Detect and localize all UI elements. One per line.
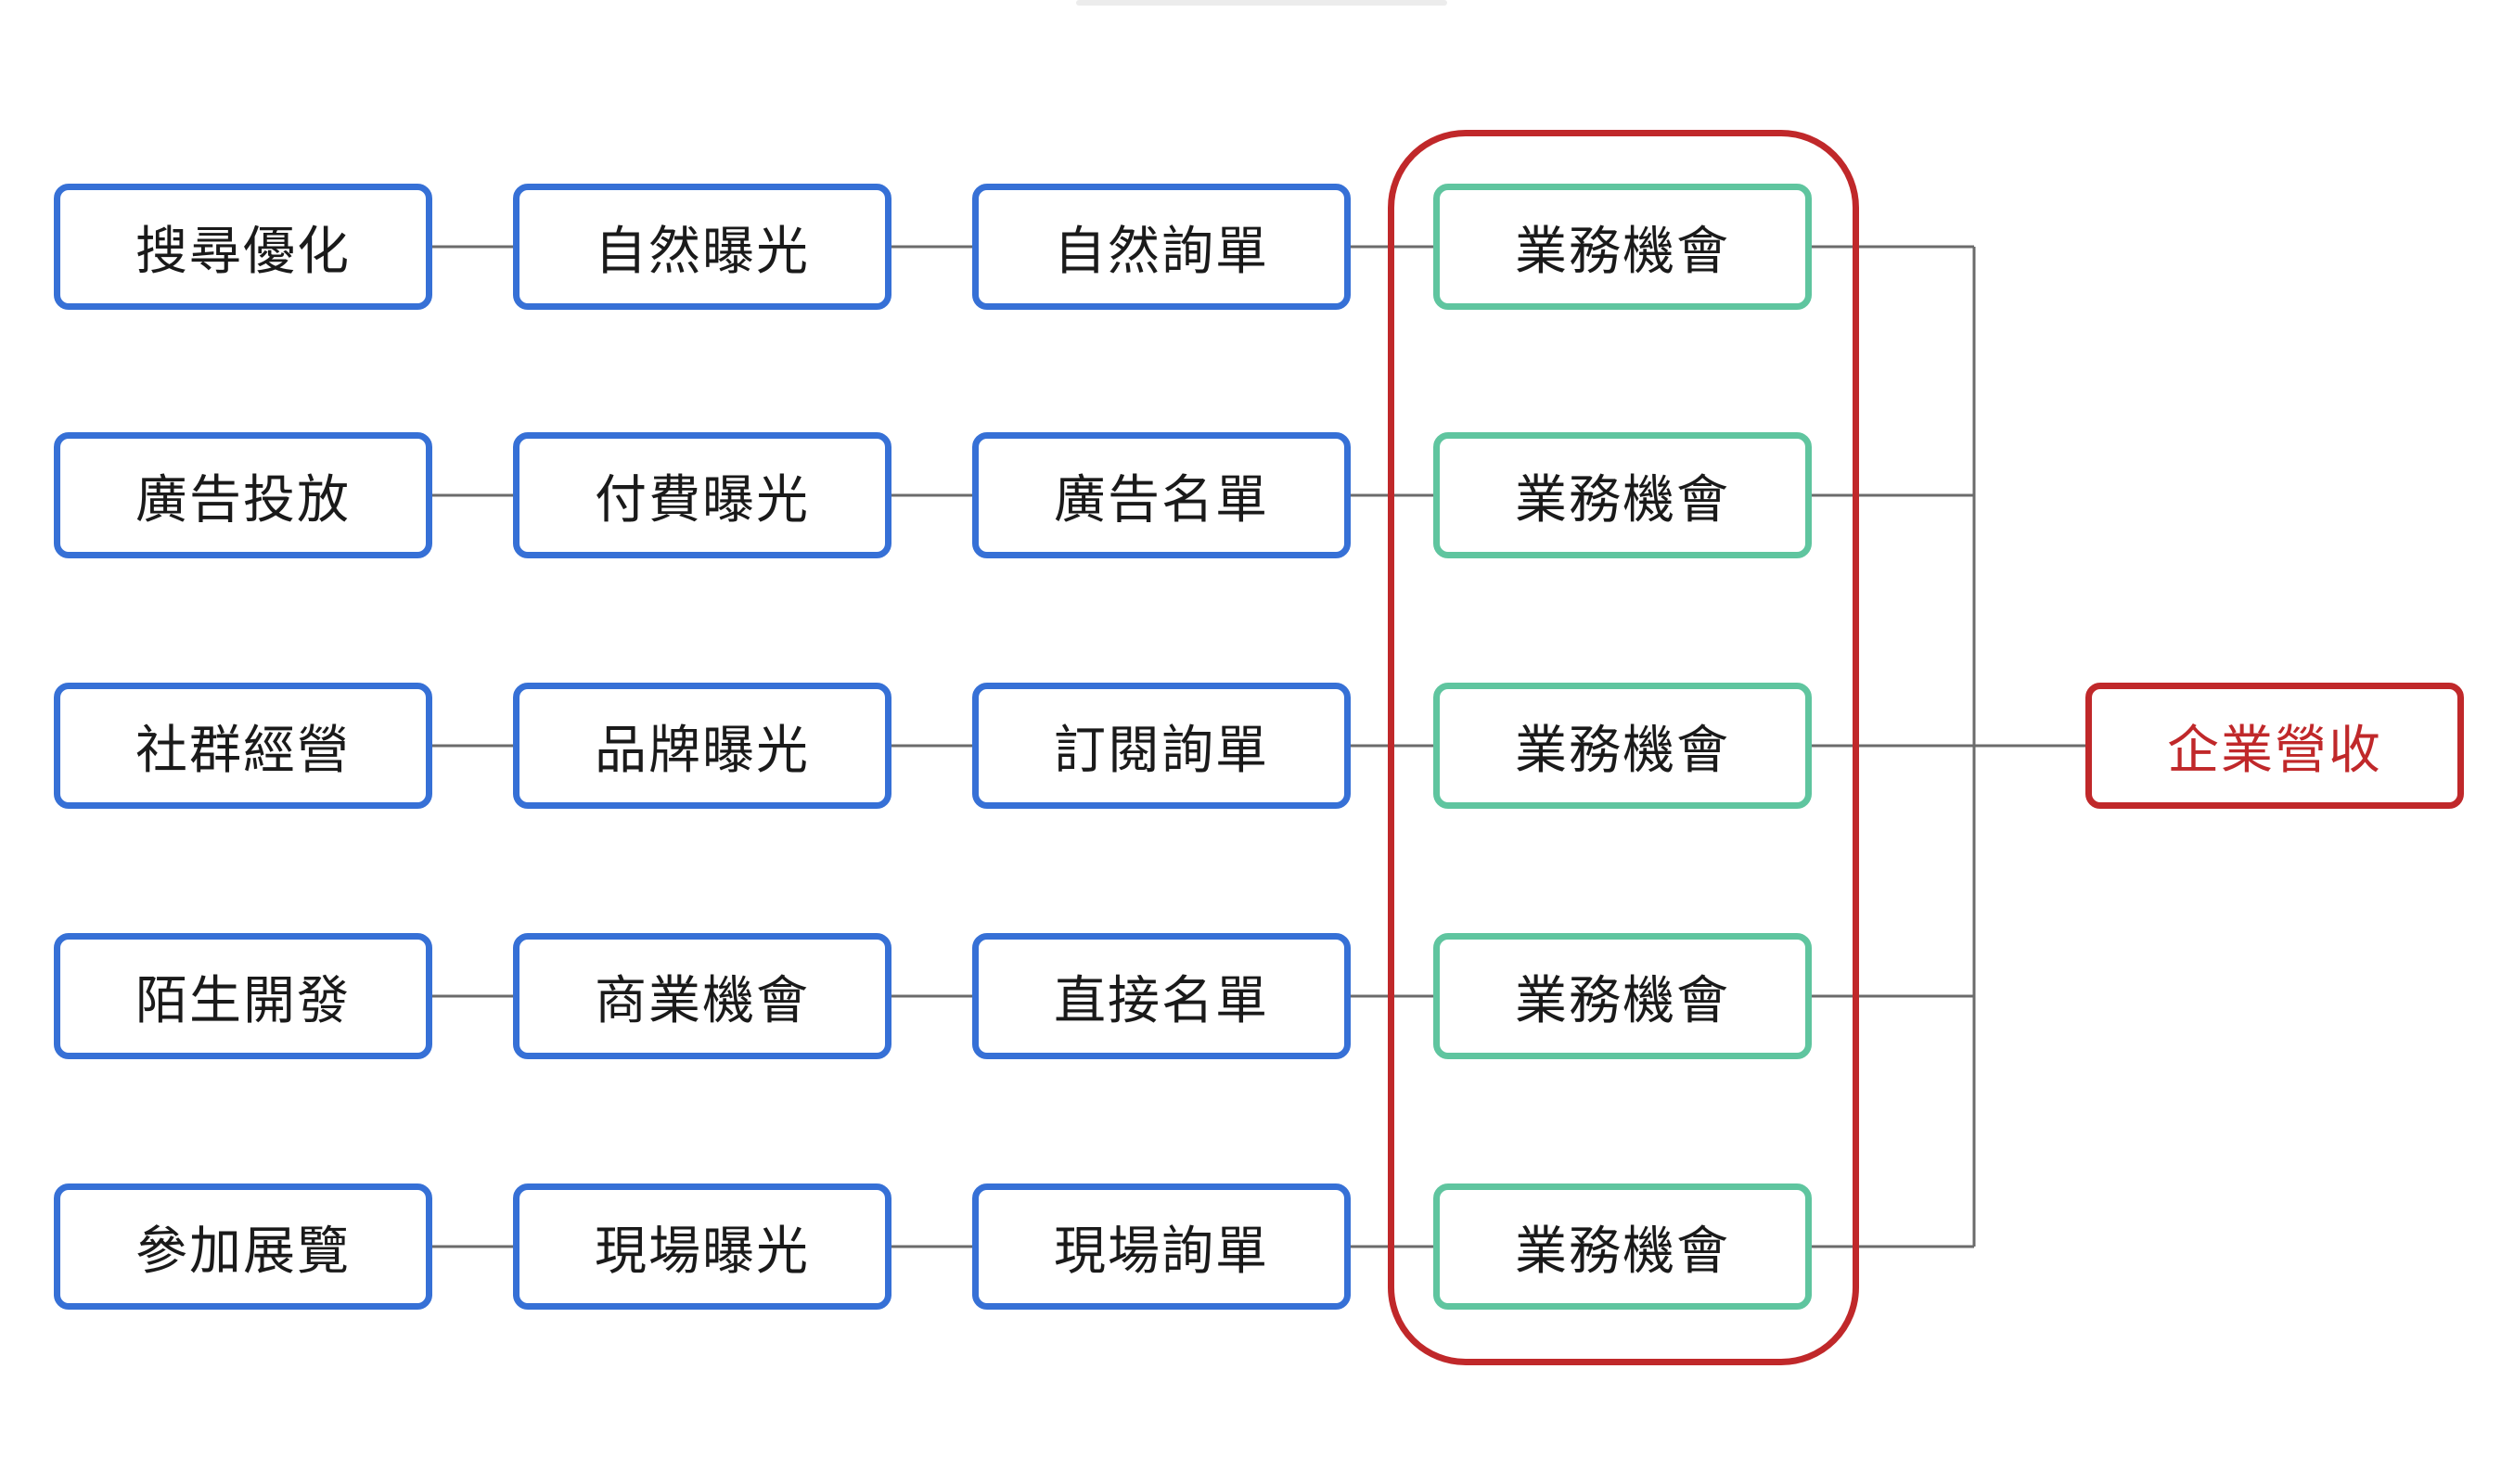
opportunity-group-frame xyxy=(1388,130,1859,1365)
lead-node-1: 自然詢單 xyxy=(972,184,1351,310)
exposure-node-5: 現場曝光 xyxy=(513,1183,891,1310)
source-node-4: 陌生開發 xyxy=(54,933,432,1059)
lead-node-3: 訂閱詢單 xyxy=(972,683,1351,809)
opportunity-node-2: 業務機會 xyxy=(1433,432,1812,558)
exposure-node-1: 自然曝光 xyxy=(513,184,891,310)
exposure-node-3: 品牌曝光 xyxy=(513,683,891,809)
opportunity-node-5: 業務機會 xyxy=(1433,1183,1812,1310)
revenue-node: 企業營收 xyxy=(2085,683,2464,809)
opportunity-node-1: 業務機會 xyxy=(1433,184,1812,310)
opportunity-node-4: 業務機會 xyxy=(1433,933,1812,1059)
lead-node-4: 直接名單 xyxy=(972,933,1351,1059)
source-node-5: 參加展覽 xyxy=(54,1183,432,1310)
lead-node-2: 廣告名單 xyxy=(972,432,1351,558)
exposure-node-2: 付費曝光 xyxy=(513,432,891,558)
top-edge-mark xyxy=(1076,0,1447,6)
source-node-1: 搜尋優化 xyxy=(54,184,432,310)
source-node-3: 社群經營 xyxy=(54,683,432,809)
lead-node-5: 現場詢單 xyxy=(972,1183,1351,1310)
source-node-2: 廣告投放 xyxy=(54,432,432,558)
opportunity-node-3: 業務機會 xyxy=(1433,683,1812,809)
exposure-node-4: 商業機會 xyxy=(513,933,891,1059)
